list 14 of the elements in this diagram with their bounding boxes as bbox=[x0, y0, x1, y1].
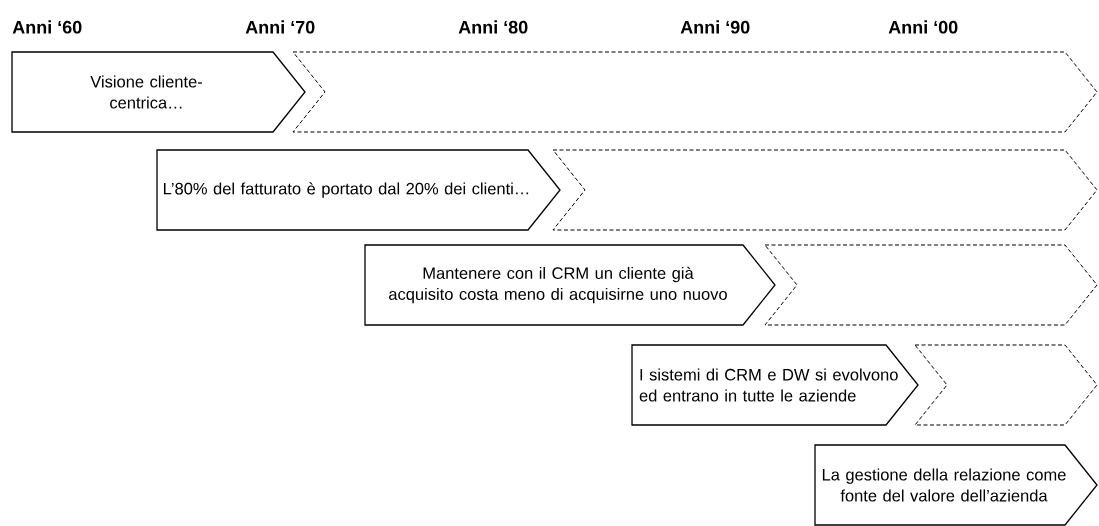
period-band: L’80% del fatturato è portato dal 20% dei clienti… bbox=[156, 149, 561, 231]
decade-label: Anni ‘60 bbox=[12, 20, 82, 34]
continuation-band bbox=[914, 344, 1098, 426]
period-band: La gestione della relazione come fonte del valore dell’azienda bbox=[814, 444, 1098, 526]
period-band: Visione cliente-centrica… bbox=[11, 51, 306, 133]
continuation-band bbox=[292, 51, 1098, 133]
decade-label: Anni ‘90 bbox=[680, 20, 750, 34]
period-band: I sistemi di CRM e DW si evolvono ed entrano in tutte le aziende bbox=[631, 344, 919, 426]
decade-label: Anni ‘70 bbox=[245, 20, 315, 34]
period-band: Mantenere con il CRM un cliente già acquisito costa meno di acquisirne uno nuovo bbox=[364, 244, 776, 326]
decade-label: Anni ‘00 bbox=[888, 20, 958, 34]
decade-label: Anni ‘80 bbox=[458, 20, 528, 34]
continuation-band bbox=[552, 149, 1098, 231]
continuation-band bbox=[764, 244, 1098, 326]
